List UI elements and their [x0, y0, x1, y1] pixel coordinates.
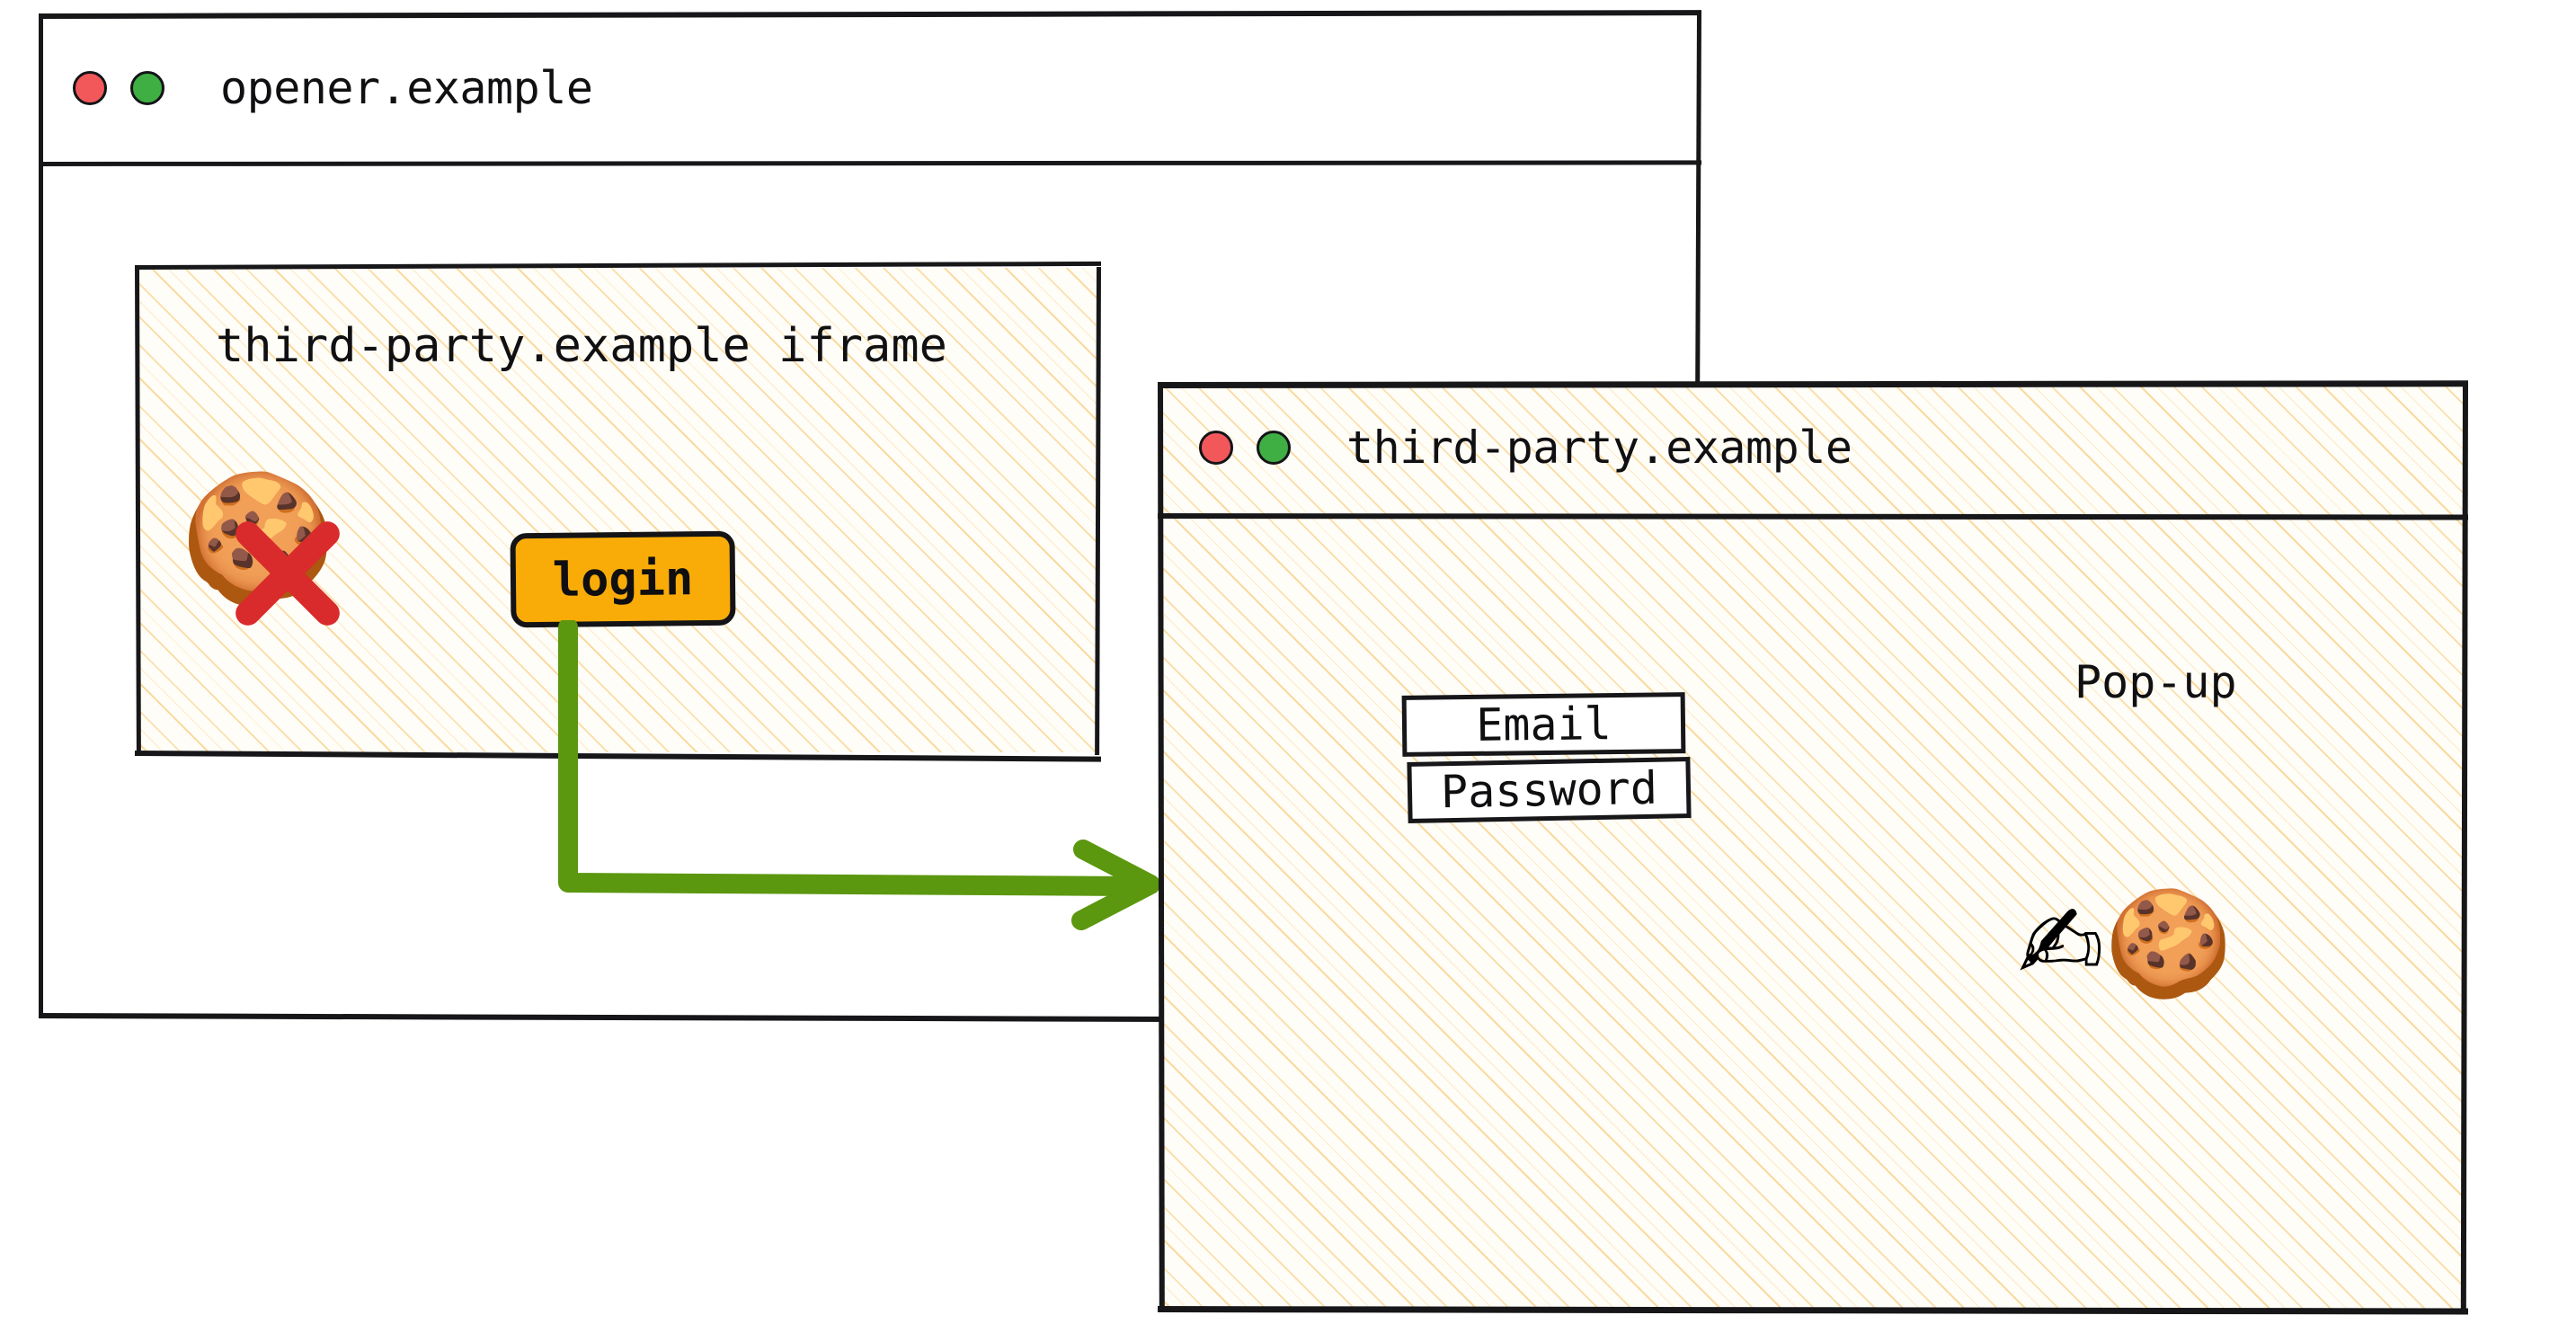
popup-annotation-label: Pop-up — [2074, 656, 2237, 708]
popup-border-right — [2460, 381, 2468, 1312]
close-dot[interactable] — [1199, 431, 1233, 465]
flow-arrow — [558, 620, 1160, 930]
iframe-label: third-party.example iframe — [216, 319, 947, 373]
sign-in-cookie-group: ✍🍪 — [2018, 885, 2234, 1002]
close-dot[interactable] — [73, 70, 107, 105]
third-party-iframe: third-party.example iframe — [134, 261, 1102, 762]
window-border-left — [39, 13, 43, 1018]
popup-window-controls — [1199, 431, 1291, 465]
cookie-icon: 🍪 — [2104, 884, 2234, 1004]
iframe-login-button[interactable]: login — [510, 530, 736, 628]
email-field[interactable]: Email — [1401, 692, 1686, 757]
iframe-hatched-background — [138, 268, 1098, 752]
opener-titlebar: opener.example — [39, 13, 1701, 162]
popup-window-title: third-party.example — [1346, 422, 1852, 474]
opener-window-title: opener.example — [220, 61, 593, 114]
window-controls — [73, 70, 164, 105]
popup-titlebar: third-party.example — [1158, 382, 2468, 513]
maximize-dot[interactable] — [130, 70, 164, 105]
blocked-third-party-cookie: 🍪 — [180, 472, 351, 643]
popup-browser-window: third-party.example — [1157, 380, 2469, 1315]
password-field[interactable]: Password — [1407, 756, 1692, 824]
writing-hand-icon: ✍ — [2018, 884, 2105, 1004]
popup-border-bottom — [1157, 1306, 2468, 1315]
popup-hatched-background — [1161, 386, 2465, 1309]
cross-mark-icon — [235, 521, 340, 626]
maximize-dot[interactable] — [1257, 431, 1291, 465]
